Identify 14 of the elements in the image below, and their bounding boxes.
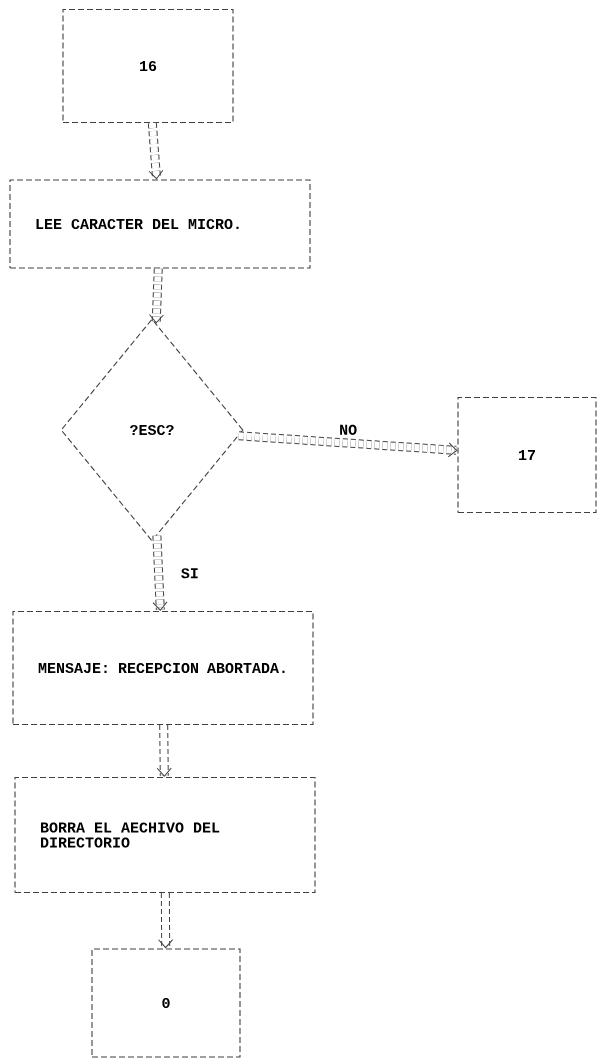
process-box: MENSAJE: RECEPCION ABORTADA. xyxy=(12,610,314,726)
process-box: 0 xyxy=(91,948,241,1058)
process-box: 16 xyxy=(62,8,234,124)
process-box: 17 xyxy=(457,396,597,514)
edge-label: SI xyxy=(181,568,198,579)
double-arrow xyxy=(147,122,164,180)
process-box: LEE CARACTER DEL MICRO. xyxy=(9,179,311,269)
double-arrow xyxy=(156,725,172,777)
double-arrow xyxy=(149,268,164,324)
edge-label: NO xyxy=(340,424,357,435)
process-box: BORRA EL AECHIVO DEL DIRECTORIO xyxy=(14,776,316,894)
double-arrow xyxy=(238,431,458,458)
double-arrow xyxy=(158,893,174,949)
double-arrow xyxy=(152,535,168,611)
